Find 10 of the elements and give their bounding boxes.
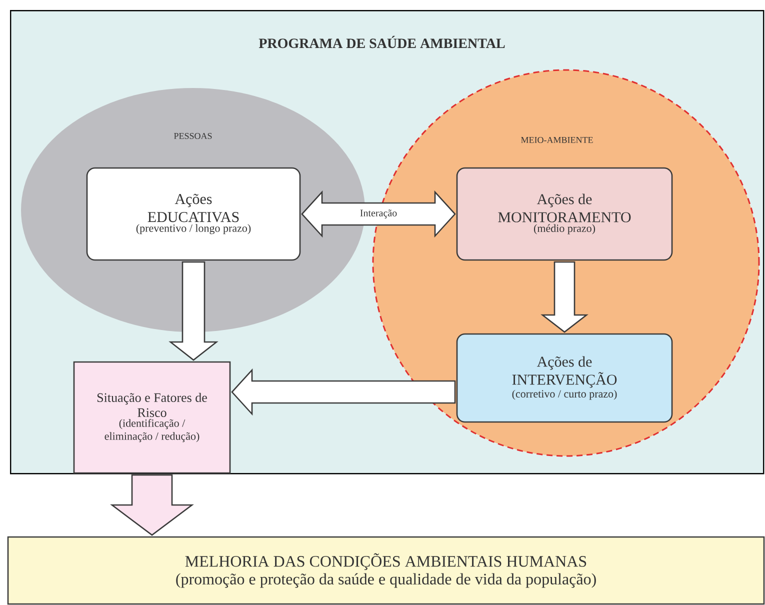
- block-arrow: [301, 190, 456, 238]
- action-box: Ações de MONITORAMENTO (médio prazo): [456, 167, 673, 261]
- block-arrow: [168, 261, 218, 361]
- block-arrow: [231, 368, 456, 416]
- block-arrow: [540, 261, 588, 333]
- block-arrow: [110, 474, 194, 536]
- outcome-box: MELHORIA DAS CONDIÇÕES AMBIENTAIS HUMANAS (promoção e proteção da saúde e qualidade de vida da população): [7, 536, 765, 605]
- action-box: Ações EDUCATIVAS (preventivo / longo prazo): [86, 167, 301, 261]
- risk-box: Situação e Fatores de Risco (identificação / eliminação / redução): [73, 361, 231, 474]
- action-box: Ações de INTERVENÇÃO (corretivo / curto prazo): [456, 333, 673, 423]
